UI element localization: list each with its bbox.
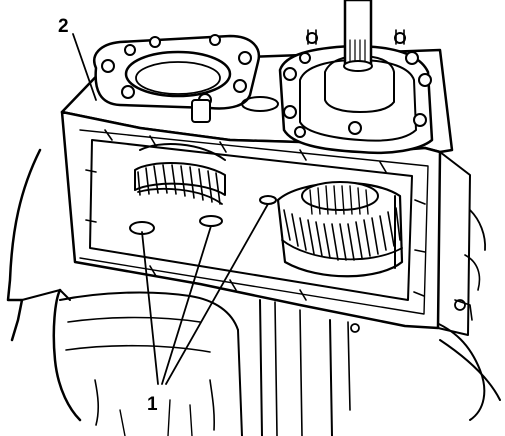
top-cover-flange	[93, 34, 279, 123]
engine-block	[6, 148, 501, 436]
leader-lines	[72, 33, 269, 385]
output-shaft-housing	[278, 0, 434, 155]
main-gear	[276, 181, 404, 278]
drain-holes	[129, 195, 277, 235]
callout-2-label: 2	[58, 16, 69, 37]
callout-1-label: 1	[147, 394, 158, 415]
countershaft-gear	[134, 143, 226, 205]
